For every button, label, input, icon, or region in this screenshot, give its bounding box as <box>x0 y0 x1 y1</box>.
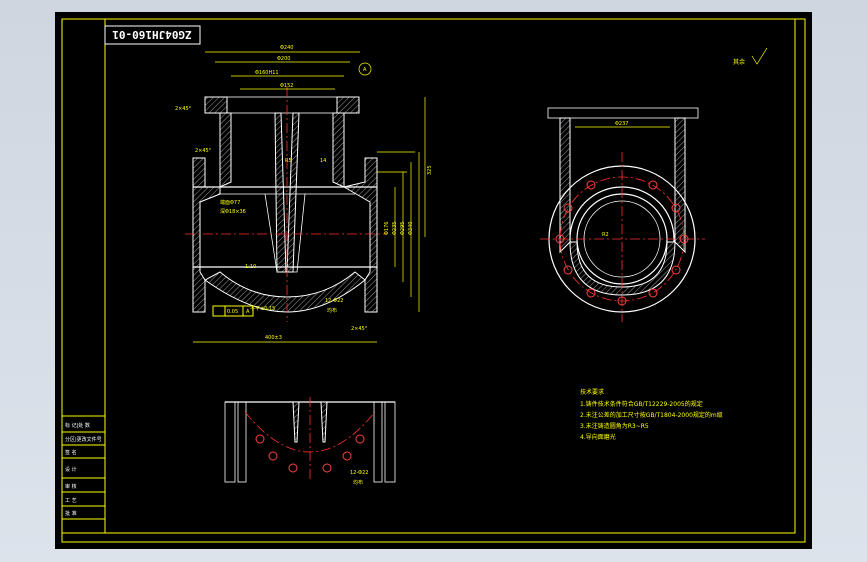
svg-text:Φ160H11: Φ160H11 <box>255 70 279 76</box>
left-title-block: 标 记|处 数 分区|更改文件号 签 名 设 计 审 核 工 艺 批 准 <box>61 415 106 534</box>
svg-text:设 计: 设 计 <box>65 466 77 473</box>
tech-note-4: 4.导向面磨光 <box>580 433 616 441</box>
svg-text:深Φ18×36: 深Φ18×36 <box>220 208 246 215</box>
tolerance-frame: 0.05 A A <box>212 62 372 317</box>
svg-text:400±3: 400±3 <box>265 335 282 341</box>
svg-text:1:10: 1:10 <box>245 264 256 270</box>
svg-text:Φ237: Φ237 <box>615 121 628 127</box>
svg-text:2×45°: 2×45° <box>195 148 212 154</box>
svg-text:均布: 均布 <box>353 479 363 486</box>
svg-text:标 记|处 数: 标 记|处 数 <box>65 422 90 429</box>
svg-text:R5: R5 <box>285 158 292 164</box>
drawing-canvas: ZG04JH160-01 其余 Φ240 <box>61 18 806 543</box>
tech-note-1: 1.铸件技术条件符合GB/T12229-2005的规定 <box>580 400 703 408</box>
svg-text:签 名: 签 名 <box>65 449 77 456</box>
drawing-code-box: ZG04JH160-01 <box>104 25 201 45</box>
roughness-mark: 其余 <box>733 47 768 66</box>
svg-text:Φ340: Φ340 <box>408 222 414 235</box>
front-dimensions: Φ240 Φ200 Φ160H11 Φ152 2×45° 2×45° 2×45°… <box>175 45 433 343</box>
front-section-view <box>185 87 387 322</box>
svg-text:A: A <box>246 309 250 315</box>
svg-text:不平±0.15: 不平±0.15 <box>250 306 275 312</box>
svg-text:Φ295: Φ295 <box>400 222 406 235</box>
svg-text:端面Φ77: 端面Φ77 <box>220 199 240 206</box>
outer-border <box>61 18 806 543</box>
svg-text:14: 14 <box>320 158 326 164</box>
datum-circle <box>358 62 372 76</box>
svg-text:R2: R2 <box>602 232 609 238</box>
svg-text:12-Φ22: 12-Φ22 <box>350 470 368 476</box>
svg-text:批 准: 批 准 <box>65 510 77 517</box>
svg-text:Φ235: Φ235 <box>392 222 398 235</box>
svg-text:分区|更改文件号: 分区|更改文件号 <box>65 436 102 443</box>
tech-note-2: 2.未注公差的加工尺寸按GB/T1804-2000规定的m级 <box>580 411 723 419</box>
rough-text: 其余 <box>733 58 745 66</box>
svg-text:Φ152: Φ152 <box>280 83 293 89</box>
svg-text:均布: 均布 <box>327 307 337 314</box>
drawing-code: ZG04JH160-01 <box>112 28 192 41</box>
svg-text:2×45°: 2×45° <box>175 106 192 112</box>
technical-requirements: 技术要求 1.铸件技术条件符合GB/T12229-2005的规定 2.未注公差的… <box>580 388 723 441</box>
svg-text:325: 325 <box>427 165 433 175</box>
svg-text:Φ200: Φ200 <box>277 56 290 62</box>
bottom-view: 12-Φ22 均布 <box>224 397 396 486</box>
end-view: Φ237 R2 <box>540 107 705 322</box>
svg-text:0.05: 0.05 <box>227 309 238 315</box>
svg-text:工 艺: 工 艺 <box>65 498 77 504</box>
svg-text:Φ240: Φ240 <box>280 45 293 51</box>
cad-drawing-viewport[interactable]: ZG04JH160-01 其余 Φ240 <box>55 12 812 549</box>
svg-text:12-Φ22: 12-Φ22 <box>325 298 343 304</box>
svg-text:审 核: 审 核 <box>65 483 77 490</box>
inner-border <box>104 18 796 534</box>
tech-notes-title: 技术要求 <box>580 388 604 396</box>
svg-text:Φ176: Φ176 <box>384 222 390 235</box>
tech-note-3: 3.未注铸造圆角为R3~R5 <box>580 422 649 430</box>
datum-label: A <box>363 67 367 73</box>
svg-text:2×45°: 2×45° <box>351 326 368 332</box>
